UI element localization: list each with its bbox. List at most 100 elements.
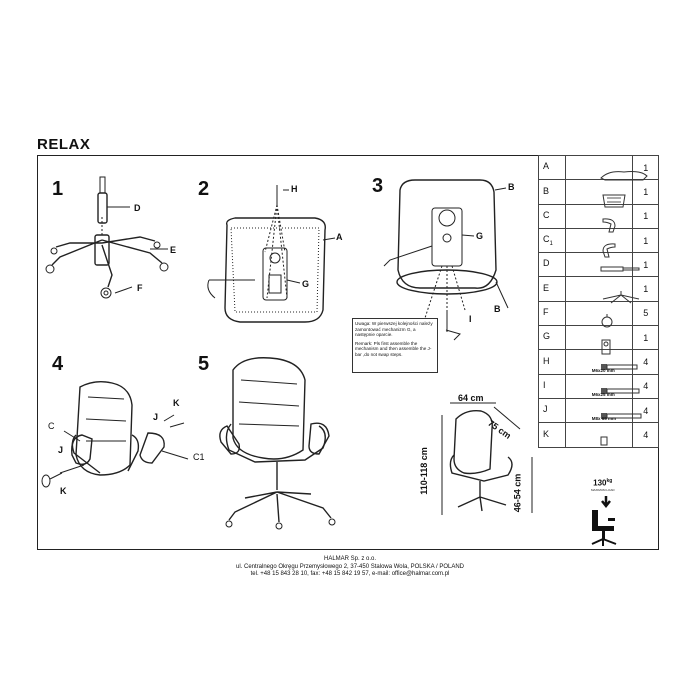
step3-label-i: I	[469, 314, 472, 324]
step4-label-j-left: J	[58, 445, 64, 455]
step-number-5: 5	[198, 353, 210, 375]
max-load-badge: 130kg MAXIMUM LOAD	[591, 478, 615, 492]
part-letter-cell: K	[538, 422, 566, 448]
part-size-label: M6x20 mm	[591, 367, 615, 373]
step2-label-a: A	[336, 232, 343, 242]
company-name: HALMAR Sp. z o.o.	[323, 556, 377, 562]
step4-label-k-left: K	[60, 486, 67, 496]
part-image-cell	[564, 179, 634, 208]
part-quantity: 1	[632, 325, 659, 351]
part-image-cell	[564, 300, 634, 328]
step4-label-c1: C1	[193, 452, 205, 462]
part-image-cell	[564, 325, 634, 355]
company-address: ul. Centralnego Okręgu Przemysłowego 2, …	[235, 563, 464, 570]
part-letter: F	[543, 307, 549, 318]
dimension-drawing	[441, 402, 533, 515]
instruction-frame	[37, 155, 659, 550]
part-letter-cell: I	[538, 373, 566, 399]
max-load-caption: MAXIMUM LOAD	[591, 487, 615, 492]
step3-label-g: G	[476, 231, 484, 241]
step1-label-e: E	[170, 245, 177, 255]
dimension-height: 110-118 cm	[418, 447, 429, 495]
part-quantity: 4	[632, 349, 659, 375]
company-footer: HALMAR Sp. z o.o. ul. Centralnego Okręgu…	[0, 556, 700, 579]
part-quantity: 1	[632, 154, 659, 181]
part-image-cell	[564, 276, 640, 304]
part-letter: B	[543, 185, 550, 196]
parts-row: H M6x20 mm 4	[538, 349, 659, 375]
step3-backrest-drawing	[383, 179, 509, 341]
part-letter: H	[543, 355, 550, 366]
step2-label-h: H	[291, 184, 298, 194]
part-quantity: 1	[632, 252, 659, 278]
part-size-label: M8x 65 mm	[591, 416, 617, 422]
product-title: RELAX	[37, 136, 91, 153]
part-letter-cell: D	[538, 252, 566, 278]
part-quantity: 5	[632, 300, 659, 327]
part-image-cell	[564, 227, 634, 258]
part-image-cell: M6x20 mm	[564, 349, 638, 375]
part-letter-cell: E	[538, 276, 566, 302]
step4-armrest-drawing	[41, 380, 189, 488]
part-letter: G	[543, 331, 551, 342]
part-letter-cell: A	[538, 154, 566, 181]
part-letter-cell: B	[538, 179, 566, 205]
step2-seat-drawing	[207, 185, 336, 323]
part-letter: C	[543, 234, 550, 245]
remark-text-english: Remark: Pls first assemble the mechanism…	[355, 340, 432, 357]
part-quantity: 1	[632, 179, 659, 205]
remark-text-polish: Uwaga: W pierwszej kolejności należy zam…	[355, 321, 433, 338]
part-quantity: 1	[632, 227, 659, 254]
part-image-cell	[564, 203, 634, 233]
step4-label-j-right: J	[153, 412, 159, 422]
company-contact: tel. +48 15 843 28 10, fax: +48 15 842 1…	[250, 571, 450, 577]
part-letter: C	[543, 209, 550, 220]
part-letter-sub: 1	[549, 240, 553, 247]
part-letter-cell: G	[538, 325, 566, 351]
step-number-3: 3	[372, 175, 384, 197]
parts-row: I M6x25 mm 4	[538, 373, 659, 399]
part-quantity: 1	[632, 203, 659, 229]
part-letter: K	[543, 428, 550, 439]
step4-label-k-right: K	[173, 398, 180, 408]
step3-label-b-bottom: B	[494, 304, 501, 314]
max-load-chair-icon	[591, 496, 617, 546]
part-letter-cell: J	[538, 397, 566, 424]
part-image-cell	[564, 154, 648, 181]
part-quantity: 4	[632, 397, 659, 424]
max-load-value: 130	[593, 478, 607, 488]
part-letter-cell: H	[538, 349, 566, 375]
part-letter: I	[543, 379, 546, 390]
max-load-unit: kg	[606, 478, 613, 484]
part-quantity: 4	[632, 373, 659, 399]
step-number-1: 1	[52, 178, 64, 200]
step2-label-g: G	[302, 279, 310, 289]
part-quantity: 4	[632, 422, 659, 448]
part-letter: J	[543, 404, 548, 415]
part-size-label: M6x25 mm	[591, 391, 615, 397]
dimension-seat-height: 46-54 cm	[512, 473, 523, 513]
step-number-2: 2	[198, 178, 210, 200]
assembly-remark-box: Uwaga: W pierwszej kolejności należy zam…	[352, 318, 438, 373]
part-image-cell	[564, 422, 634, 448]
part-letter: A	[543, 161, 550, 172]
parts-row: J M8x 65 mm 4	[538, 397, 659, 424]
step3-label-b-top: B	[508, 182, 515, 192]
step-number-4: 4	[52, 353, 64, 375]
part-image-cell: M6x25 mm	[564, 373, 640, 399]
step1-label-d: D	[134, 203, 141, 213]
step1-base-drawing	[45, 176, 169, 299]
part-letter-cell: F	[538, 300, 566, 327]
step4-label-c: C	[48, 421, 55, 431]
part-letter: E	[543, 282, 550, 293]
step1-label-f: F	[137, 283, 143, 293]
